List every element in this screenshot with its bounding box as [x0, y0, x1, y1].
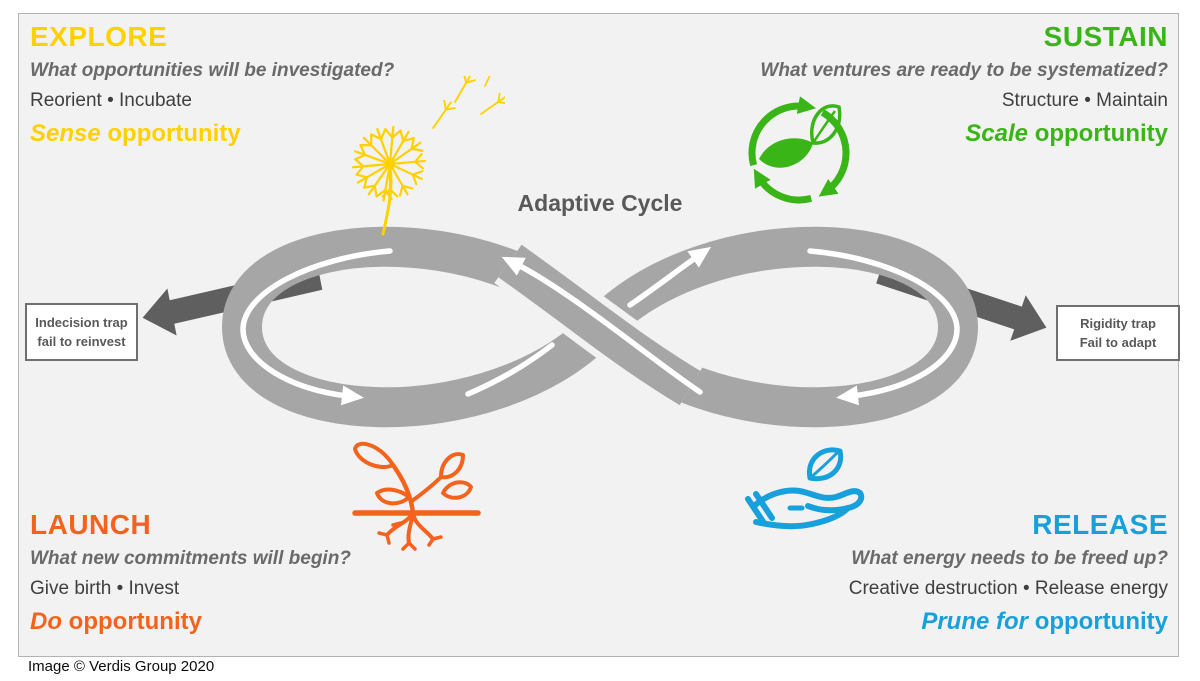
flow-arrow-left-loop [240, 248, 393, 406]
rigidity-trap-line1: Rigidity trap [1080, 315, 1156, 331]
explore-actions: Reorient • Incubate [30, 89, 192, 111]
sustain-question: What ventures are ready to be systematiz… [760, 60, 1168, 81]
diagram-title: Adaptive Cycle [517, 190, 683, 216]
explore-tagline: Sense opportunity [30, 118, 550, 149]
leaf-cycle-icon [748, 96, 850, 204]
flow-line-cross-lower [465, 342, 555, 397]
launch-tagline-verb: Do [30, 608, 62, 635]
flow-arrow-cross-up-left [501, 256, 703, 395]
sustain-actions: Structure • Maintain [1001, 89, 1168, 111]
indecision-trap-line2: fail to reinvest [37, 334, 126, 349]
quadrant-explore: EXPLORE What opportunities will be inves… [30, 19, 550, 149]
quadrant-sustain: SUSTAIN What ventures are ready to be sy… [648, 19, 1168, 149]
explore-heading: EXPLORE [30, 21, 168, 52]
release-tagline: Prune for opportunity [648, 606, 1168, 637]
release-tagline-verb: Prune for [921, 608, 1029, 635]
sustain-tagline-rest: opportunity [1034, 120, 1168, 147]
launch-heading: LAUNCH [30, 509, 152, 540]
explore-question: What opportunities will be investigated? [30, 60, 395, 81]
sustain-tagline: Scale opportunity [648, 118, 1168, 149]
launch-actions: Give birth • Invest [30, 577, 180, 599]
quadrant-release: RELEASE What energy needs to be freed up… [648, 507, 1168, 637]
crossing-over-band [498, 244, 701, 406]
indecision-trap-line1: Indecision trap [35, 314, 128, 330]
explore-tagline-rest: opportunity [107, 120, 241, 147]
dandelion-seeds-icon [351, 76, 505, 236]
release-tagline-rest: opportunity [1034, 608, 1168, 635]
hand-holding-leaf-icon [745, 447, 865, 530]
launch-question: What new commitments will begin? [30, 548, 351, 569]
flow-arrow-right-loop [807, 248, 960, 406]
explore-tagline-verb: Sense [30, 120, 101, 147]
sustain-heading: SUSTAIN [1043, 21, 1168, 52]
rigidity-trap-line2: Fail to adapt [1079, 335, 1157, 350]
launch-tagline: Do opportunity [30, 606, 550, 637]
release-actions: Creative destruction • Release energy [848, 577, 1168, 599]
release-question: What energy needs to be freed up? [851, 548, 1168, 569]
rigidity-trap-box: Rigidity trap Fail to adapt [1056, 305, 1180, 361]
sustain-tagline-verb: Scale [965, 120, 1029, 147]
indecision-trap-box: Indecision trap fail to reinvest [25, 303, 138, 361]
quadrant-launch: LAUNCH What new commitments will begin? … [30, 507, 550, 637]
release-heading: RELEASE [1032, 509, 1168, 540]
image-credit: Image © Verdis Group 2020 [28, 658, 215, 675]
flow-arrows [240, 246, 960, 406]
launch-tagline-rest: opportunity [68, 608, 202, 635]
flow-arrow-cross-up-right [627, 246, 712, 308]
sprouting-plant-icon [352, 441, 481, 551]
